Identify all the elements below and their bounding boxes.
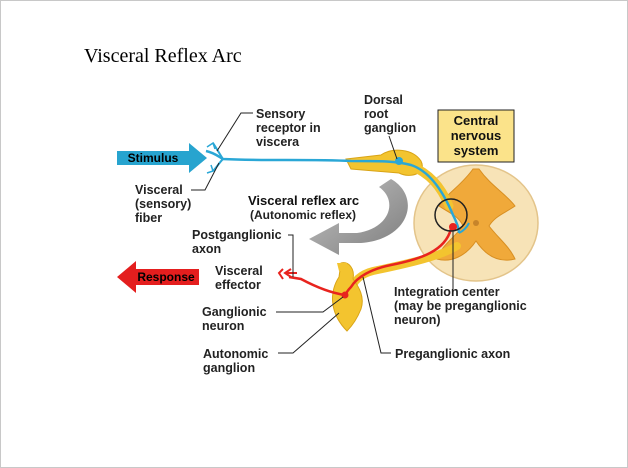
svg-text:Visceral reflex arc: Visceral reflex arc — [248, 193, 359, 208]
stimulus-label: Stimulus — [128, 151, 179, 165]
sensory-receptor-label: Sensory receptor in viscera — [216, 107, 321, 152]
svg-text:Dorsal: Dorsal — [364, 93, 403, 107]
svg-text:Postganglionic: Postganglionic — [192, 228, 282, 242]
postganglionic-axon-label: Postganglionic axon — [192, 228, 294, 277]
cns-box: Central nervous system — [437, 109, 515, 163]
response-label: Response — [137, 270, 195, 284]
preganglionic-axon-label: Preganglionic axon — [362, 276, 510, 361]
svg-text:root: root — [364, 107, 389, 121]
svg-text:Visceral: Visceral — [135, 183, 183, 197]
svg-text:Integration center: Integration center — [394, 285, 500, 299]
svg-text:Sensory: Sensory — [256, 107, 305, 121]
response-arrow: Response — [117, 261, 199, 293]
svg-text:effector: effector — [215, 278, 261, 292]
slide-title: Visceral Reflex Arc — [84, 45, 242, 67]
ganglionic-neuron-label: Ganglionic neuron — [202, 296, 344, 333]
stimulus-arrow: Stimulus — [117, 143, 207, 173]
reflex-arc-arrow — [309, 179, 408, 255]
svg-text:viscera: viscera — [256, 135, 300, 149]
motor-pathway — [277, 223, 457, 299]
svg-text:axon: axon — [192, 242, 221, 256]
cns-line-1: Central — [454, 113, 499, 128]
svg-text:(may be preganglionic: (may be preganglionic — [394, 299, 527, 313]
autonomic-ganglion-label: Autonomic ganglion — [203, 312, 340, 375]
svg-text:neuron): neuron) — [394, 313, 441, 327]
svg-text:receptor in: receptor in — [256, 121, 321, 135]
svg-text:(Autonomic reflex): (Autonomic reflex) — [250, 208, 356, 222]
reflex-arc-label: Visceral reflex arc (Autonomic reflex) — [248, 193, 359, 222]
cns-line-3: system — [454, 143, 499, 158]
svg-text:Preganglionic axon: Preganglionic axon — [395, 347, 510, 361]
svg-text:(sensory): (sensory) — [135, 197, 191, 211]
svg-text:ganglion: ganglion — [364, 121, 416, 135]
integration-center-label: Integration center (may be preganglionic… — [394, 231, 527, 327]
svg-text:Ganglionic: Ganglionic — [202, 305, 267, 319]
cns-line-2: nervous — [451, 128, 502, 143]
integration-center-circle — [434, 198, 468, 232]
visceral-effector-label: Visceral effector — [215, 264, 263, 292]
svg-text:Visceral: Visceral — [215, 264, 263, 278]
svg-text:fiber: fiber — [135, 211, 162, 225]
dorsal-root-ganglion-label: Dorsal root ganglion — [364, 93, 416, 160]
svg-text:ganglion: ganglion — [203, 361, 255, 375]
visceral-fiber-label: Visceral (sensory) fiber — [135, 162, 220, 225]
svg-text:neuron: neuron — [202, 319, 244, 333]
svg-text:Autonomic: Autonomic — [203, 347, 268, 361]
